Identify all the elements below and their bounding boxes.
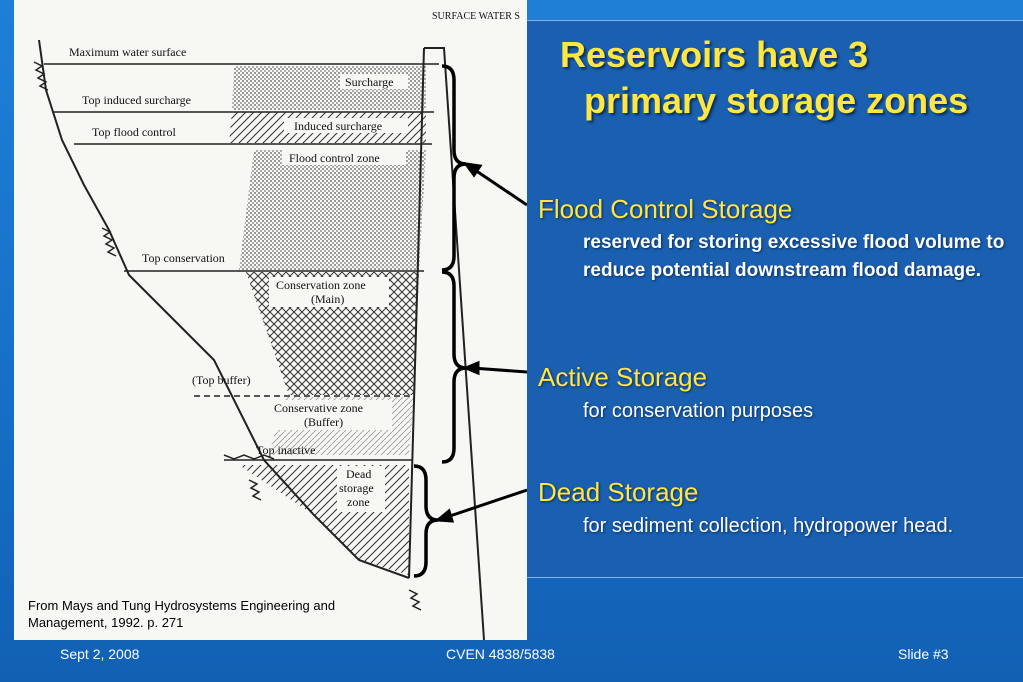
label-max-water: Maximum water surface (69, 45, 186, 59)
reservoir-diagram: SURFACE WATER S Maximum water surface To… (14, 0, 527, 640)
dead-brace (413, 464, 439, 578)
active-arrow (471, 366, 527, 374)
label-flood-control-zone: Flood control zone (289, 151, 380, 165)
title-line-2: primary storage zones (584, 80, 969, 121)
flood-control-text: reserved for storing excessive flood vol… (583, 232, 1005, 281)
reservoir-bank (38, 39, 410, 579)
slide-title: Reservoirs have 3 primary storage zones (560, 32, 1020, 124)
active-storage-heading: Active Storage (538, 362, 708, 392)
active-storage-text: for conservation purposes (583, 400, 814, 422)
label-top-buffer: (Top buffer) (192, 373, 251, 387)
footer-slide-number: Slide #3 (898, 646, 949, 662)
label-top-flood: Top flood control (92, 125, 176, 139)
title-line-1: Reservoirs have 3 (560, 34, 869, 75)
source-caption: From Mays and Tung Hydrosystems Engineer… (28, 598, 336, 630)
active-brace (441, 270, 467, 464)
label-top-inactive: Top inactive (256, 443, 315, 457)
footer-course: CVEN 4838/5838 (446, 646, 555, 662)
label-dead-1: Dead (346, 467, 371, 481)
label-top-induced: Top induced surcharge (82, 93, 191, 107)
diagram-header: SURFACE WATER S (432, 11, 520, 22)
label-conservative-buffer-2: (Buffer) (304, 415, 343, 429)
dead-storage-text: for sediment collection, hydropower head… (583, 515, 954, 537)
dead-arrow (443, 488, 527, 520)
label-conservative-buffer-1: Conservative zone (274, 401, 363, 415)
label-conservation-main-2: (Main) (311, 292, 344, 306)
label-dead-3: zone (347, 495, 370, 509)
dam-wall (424, 47, 485, 640)
flood-control-arrow (471, 166, 527, 207)
flood-control-zone (239, 150, 426, 270)
dead-storage-heading: Dead Storage (538, 477, 699, 507)
label-dead-2: storage (339, 481, 374, 495)
label-conservation-main-1: Conservation zone (276, 278, 366, 292)
flood-control-heading: Flood Control Storage (538, 194, 793, 224)
label-surcharge: Surcharge (345, 75, 393, 89)
flood-control-brace (441, 64, 467, 272)
footer-date: Sept 2, 2008 (60, 646, 140, 662)
label-top-conservation: Top conservation (142, 251, 225, 265)
content-panel (527, 20, 1023, 578)
label-induced-surcharge: Induced surcharge (294, 119, 382, 133)
